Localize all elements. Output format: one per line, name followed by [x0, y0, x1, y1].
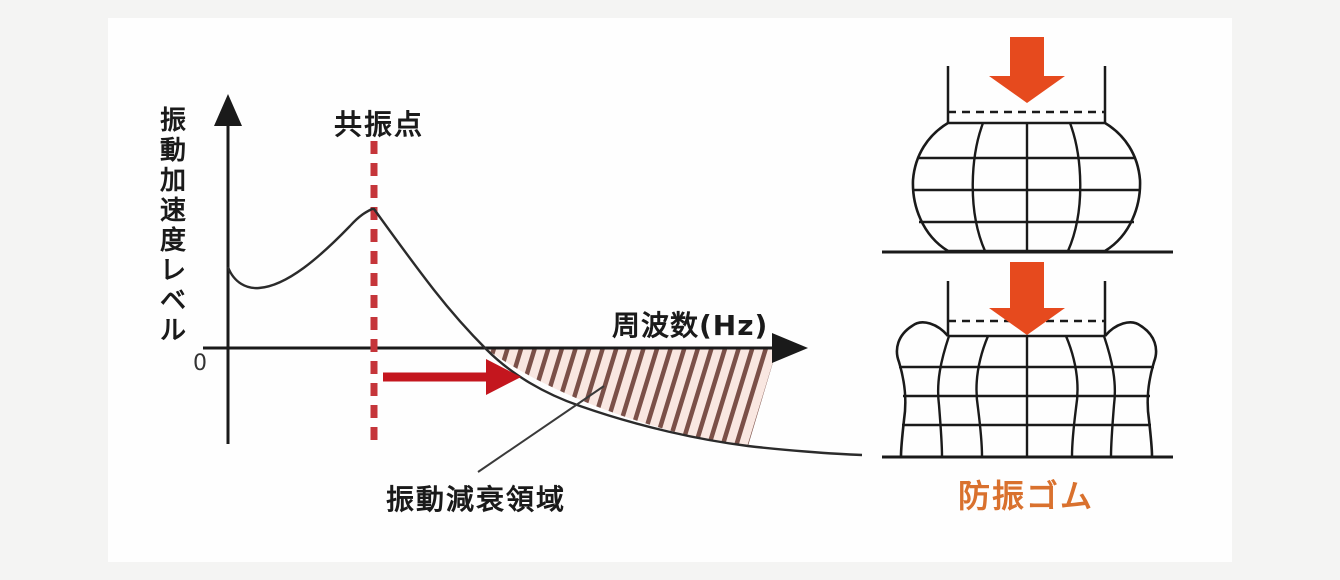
damping-region-label: 振動減衰領域 — [386, 483, 567, 516]
rubber-bulge-right-outline — [1104, 321, 1158, 457]
y-axis — [214, 94, 242, 444]
load-arrow-bottom-icon — [989, 262, 1065, 335]
y-axis-label: 振動加速度レベル — [159, 106, 186, 346]
frequency-shift-arrow — [383, 359, 521, 395]
rubber-bulge-left-outline — [895, 321, 949, 457]
rubber-caption: 防振ゴム — [958, 477, 1095, 515]
vibration-curve — [226, 207, 863, 457]
rubber-mount-bottom — [882, 262, 1173, 459]
resonance-point-label: 共振点 — [334, 108, 425, 141]
x-axis — [203, 333, 808, 363]
origin-tick-label: 0 — [193, 351, 207, 376]
y-axis-arrowhead-icon — [214, 94, 242, 126]
x-axis-arrowhead-icon — [772, 333, 808, 363]
damping-hatch-region — [486, 349, 777, 446]
shift-arrowhead-icon — [486, 359, 521, 395]
rubber-barrel-gridlines — [913, 122, 1140, 252]
rubber-mount-top — [882, 37, 1173, 254]
x-axis-label: 周波数(Hz) — [612, 309, 769, 342]
damping-label-pointer-line — [477, 385, 605, 473]
frequency-chart — [203, 94, 863, 473]
load-arrow-top-icon — [989, 37, 1065, 103]
diagram-panel — [108, 18, 1232, 562]
rubber-compressed-gridlines — [899, 335, 1154, 457]
